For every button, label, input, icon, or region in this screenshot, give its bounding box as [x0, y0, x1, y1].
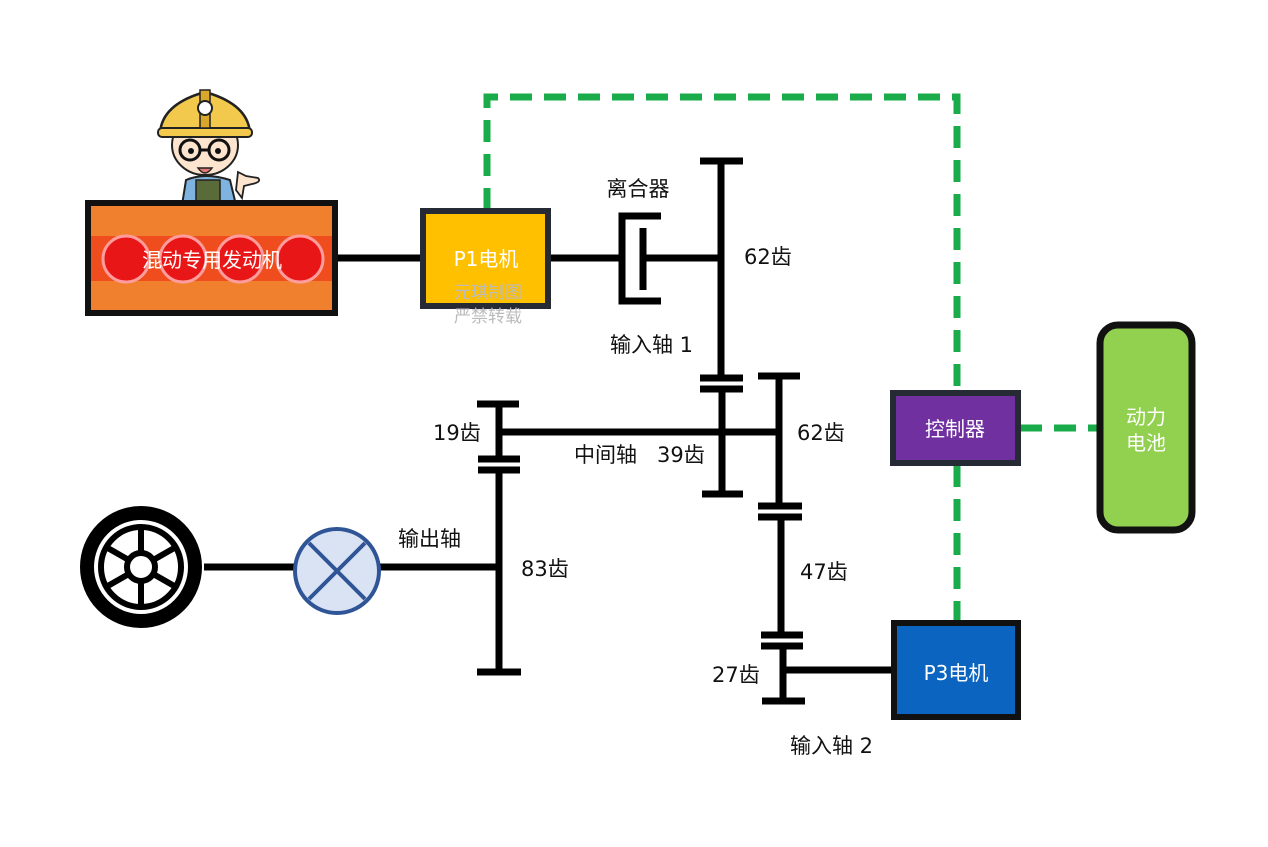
input2-big-gear-label: 47齿 — [800, 560, 848, 584]
p3-motor-label: P3电机 — [924, 661, 989, 685]
controller[interactable]: 控制器 — [890, 390, 1021, 466]
engine-label: 混动专用发动机 — [142, 248, 282, 272]
power-battery[interactable]: 动力 电池 — [1096, 321, 1196, 534]
mechanical-shafts — [204, 157, 893, 705]
output-shaft-label: 输出轴 — [398, 527, 461, 551]
engine-cylinders — [101, 234, 325, 284]
input-shaft-1-label: 输入轴 1 — [610, 333, 693, 357]
p1-motor[interactable]: P1电机 — [420, 208, 551, 309]
mid-small-gear-label: 39齿 — [657, 443, 705, 467]
signal-line-p1-controller — [483, 93, 961, 392]
mid-right-gear-label: 62齿 — [797, 421, 845, 445]
watermark-line-1: 元琪制图 — [454, 283, 522, 303]
differential-icon[interactable] — [293, 527, 381, 615]
intermediate-shaft-label: 中间轴 — [574, 443, 637, 467]
wheel-icon[interactable] — [80, 506, 202, 628]
output-gear-label: 83齿 — [521, 557, 569, 581]
signal-lines — [483, 93, 1100, 623]
cylinder-2 — [158, 234, 208, 284]
p1-motor-label: P1电机 — [454, 247, 519, 271]
clutch-outer — [618, 212, 661, 305]
battery-label-line-2: 电池 — [1126, 431, 1166, 455]
cylinder-4 — [275, 234, 325, 284]
engine-block[interactable]: 混动专用发动机 — [85, 200, 338, 316]
clutch-label: 离合器 — [607, 177, 670, 201]
input1-gear-label: 62齿 — [744, 245, 792, 269]
input-shaft-2-label: 输入轴 2 — [790, 734, 873, 758]
engineer-mascot-icon — [157, 89, 261, 206]
cylinder-1 — [101, 234, 151, 284]
controller-label: 控制器 — [925, 417, 985, 441]
p3-motor[interactable]: P3电机 — [891, 620, 1021, 720]
watermark-line-2: 严禁转载 — [454, 307, 522, 327]
cylinder-3 — [215, 234, 265, 284]
mid-left-gear-label: 19齿 — [433, 421, 481, 445]
input2-small-gear-label: 27齿 — [712, 663, 760, 687]
battery-label-line-1: 动力 — [1126, 405, 1166, 429]
